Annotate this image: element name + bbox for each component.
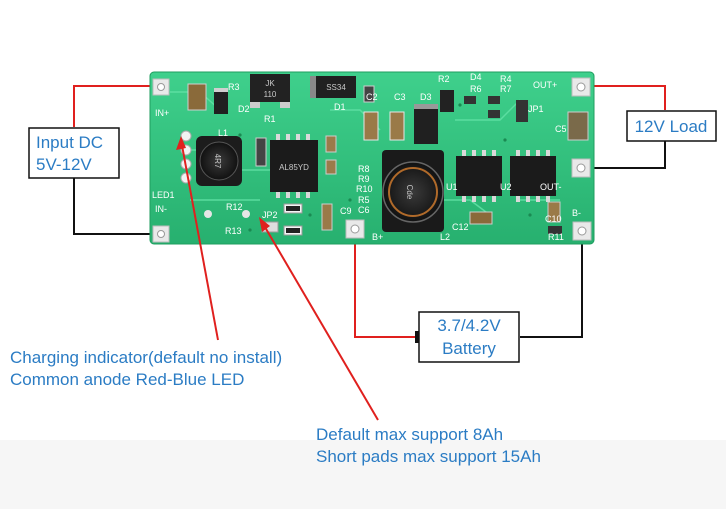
led-type-text: Common anode Red-Blue LED	[10, 370, 244, 389]
silk-c2: C2	[366, 92, 378, 102]
silkscreen-labels: IN+ IN- LED1 OUT+ OUT- B+ B- R1 R2 R13 R…	[152, 72, 581, 242]
capacitor-input	[187, 83, 207, 111]
ic-al85yd-marking: AL85YD	[279, 163, 309, 172]
silk-r8: R8	[358, 164, 370, 174]
silk-d2: D2	[238, 104, 250, 114]
load-box: 12V Load	[626, 110, 717, 142]
silk-out-minus: OUT-	[540, 182, 562, 192]
silk-b-minus: B-	[572, 208, 581, 218]
silk-u1: U1	[446, 182, 458, 192]
output-positive-wire	[582, 85, 666, 110]
background-reflection	[0, 440, 726, 509]
relay-jk110: JK 110	[250, 74, 290, 108]
pad-in-plus	[152, 78, 170, 96]
input-positive-wire	[73, 85, 157, 127]
silk-l2: L2	[440, 232, 450, 242]
silk-c10: C10	[545, 214, 562, 224]
load-label: 12V Load	[635, 117, 708, 136]
pad-in-minus	[152, 225, 170, 243]
silk-r4: R4	[500, 74, 512, 84]
relay-text-bottom: 110	[264, 90, 277, 99]
battery-positive-wire	[354, 235, 418, 338]
silk-d3: D3	[420, 92, 432, 102]
silk-jp2: JP2	[262, 210, 278, 220]
default-capacity-text: Default max support 8Ah	[316, 425, 503, 444]
ic-al85yd: AL85YD	[270, 134, 318, 198]
smd-passives	[204, 85, 589, 236]
silk-d4: D4	[470, 72, 482, 82]
inductor-l1: 4R7	[196, 136, 242, 186]
pad-out-plus	[571, 77, 591, 97]
silk-r6: R6	[470, 84, 482, 94]
silk-r11: R11	[548, 232, 564, 242]
pad-out-minus	[571, 158, 591, 178]
silk-c9: C9	[340, 206, 352, 216]
battery-voltage-label: 3.7/4.2V	[437, 316, 501, 335]
input-voltage-label: 5V-12V	[36, 155, 92, 174]
silk-b-plus: B+	[372, 232, 383, 242]
silk-c6: C6	[358, 205, 370, 215]
relay-text-top: JK	[265, 79, 275, 88]
inductor-l1-marking: 4R7	[213, 154, 222, 169]
silk-led1: LED1	[152, 190, 175, 200]
silk-u2: U2	[500, 182, 512, 192]
silk-r5: R5	[358, 195, 370, 205]
pcb-board: 4R7 JK 110 SS34	[149, 71, 595, 245]
silk-r12: R12	[226, 202, 243, 212]
silk-r10: R10	[356, 184, 373, 194]
capacity-arrow	[259, 217, 379, 421]
pad-b-minus	[572, 221, 592, 241]
silk-c12: C12	[452, 222, 469, 232]
input-dc-box: Input DC 5V-12V	[28, 127, 120, 179]
silk-in-minus: IN-	[155, 204, 167, 214]
inductor-l2-marking: Cde	[405, 185, 414, 200]
diode-d1: SS34	[310, 76, 356, 98]
silk-in-plus: IN+	[155, 108, 169, 118]
diode-d3	[414, 104, 438, 144]
silk-d1: D1	[334, 102, 346, 112]
silk-c3: C3	[394, 92, 406, 102]
ic-u1	[456, 150, 502, 202]
pad-b-plus	[345, 219, 365, 239]
charging-indicator-arrow	[176, 136, 219, 341]
silk-r9: R9	[358, 174, 370, 184]
silk-r2: R2	[438, 74, 450, 84]
charging-indicator-text: Charging indicator(default no install)	[10, 348, 282, 367]
battery-box: 3.7/4.2V Battery	[415, 311, 520, 363]
battery-negative-wire	[520, 236, 583, 338]
silk-c5: C5	[555, 124, 567, 134]
silk-out-plus: OUT+	[533, 80, 557, 90]
short-pads-capacity-text: Short pads max support 15Ah	[316, 447, 541, 466]
silk-r13: R13	[225, 226, 242, 236]
ic-u2	[510, 150, 556, 202]
input-negative-wire	[73, 178, 158, 235]
diode-d2	[214, 88, 228, 114]
silk-r1: R1	[264, 114, 276, 124]
inductor-l2: Cde	[382, 150, 444, 232]
silk-r3: R3	[228, 82, 240, 92]
diode-d1-marking: SS34	[326, 83, 346, 92]
input-dc-label: Input DC	[36, 133, 103, 152]
silk-r7: R7	[500, 84, 512, 94]
silk-jp1: JP1	[528, 104, 544, 114]
silk-l1: L1	[218, 128, 228, 138]
output-negative-wire	[582, 141, 666, 169]
battery-label: Battery	[442, 339, 496, 358]
